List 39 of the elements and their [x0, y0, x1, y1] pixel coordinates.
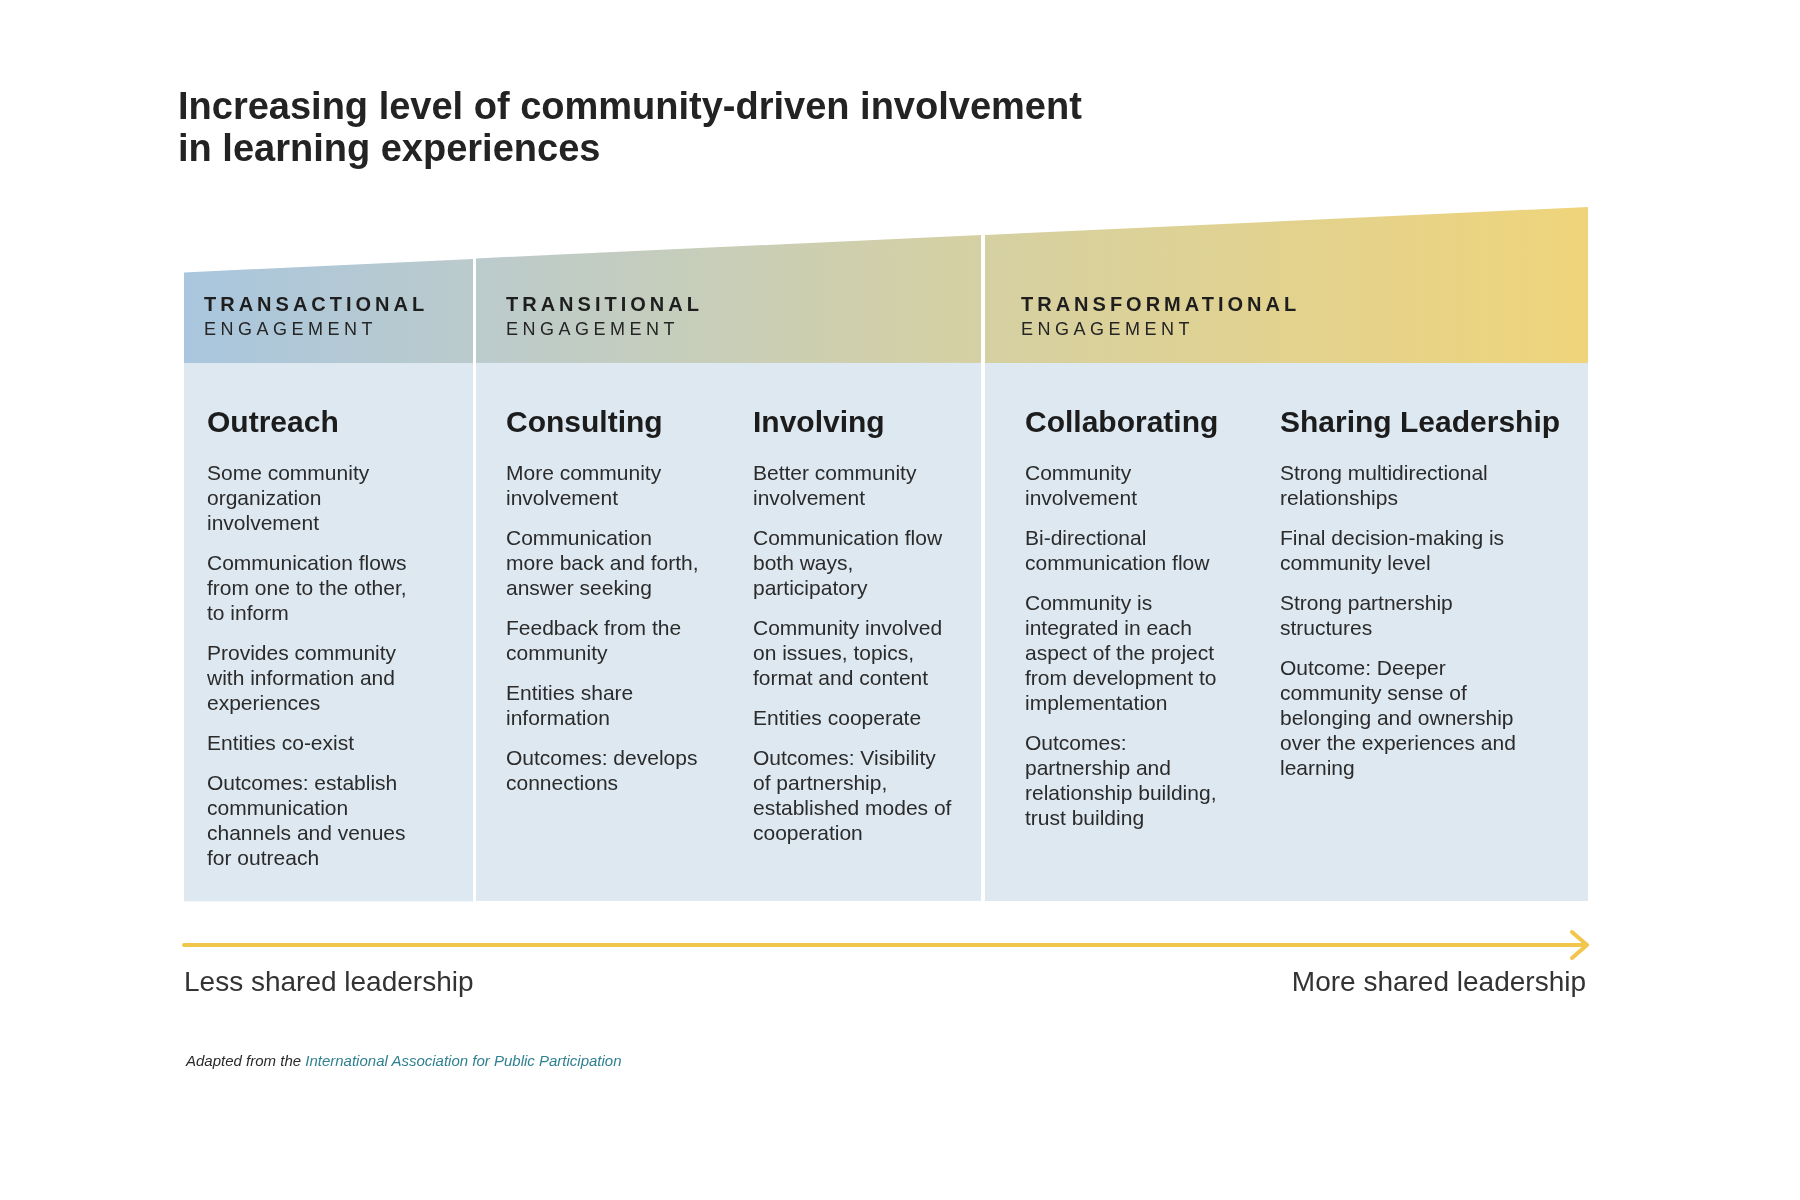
description-text: Communication flow both ways, participatory	[753, 525, 944, 600]
description-text: Provides community with information and experiences	[207, 640, 398, 715]
diagram-title: Increasing level of community-driven involvement in learning experiences	[178, 85, 1083, 169]
description-text: Outcome: Deeper community sense of belonging and ownership over the experiences and learning	[1280, 655, 1517, 780]
description-text: Better community involvement	[753, 460, 918, 510]
source-link: International Association for Public Participation	[305, 1052, 622, 1069]
stage-heading: Involving	[753, 404, 885, 440]
stage-heading: Consulting	[506, 404, 663, 440]
description-text: Feedback from the community	[506, 615, 683, 665]
description-text: Strong multidirectional relationships	[1280, 460, 1489, 510]
description-text: Strong partnership structures	[1280, 590, 1454, 640]
description-text: Final decision-making is community level	[1280, 525, 1506, 575]
scale-label: More shared leadership	[1291, 965, 1586, 999]
description-text: Community involved on issues, topics, format and content	[753, 615, 944, 690]
source-note: Adapted from the International Association for Public Participation	[186, 1051, 622, 1071]
stage-heading: Collaborating	[1025, 404, 1219, 440]
column-panel	[985, 207, 1588, 901]
column-heading: TRANSACTIONAL ENGAGEMENT	[204, 292, 429, 341]
column-panel	[476, 235, 981, 901]
description-text: Outcomes: establish communication channels and venues for outreach	[207, 770, 407, 870]
description-text: Outcomes: develops connections	[506, 745, 699, 795]
description-text: Bi-directional communication flow	[1025, 525, 1211, 575]
column-panel	[184, 258, 473, 901]
description-text: Community involvement	[1025, 460, 1139, 510]
description-text: Communication flows from one to the other, to inform	[207, 550, 408, 625]
stage-heading: Outreach	[207, 404, 339, 440]
description-text: Communication more back and forth, answer seeking	[506, 525, 700, 600]
description-text: Entities share information	[506, 680, 635, 730]
description-text: Outcomes: Visibility of partnership, established modes of cooperation	[753, 745, 953, 845]
description-text: Community is integrated in each aspect of the project from development to implementation	[1025, 590, 1218, 715]
column-heading: TRANSFORMATIONAL ENGAGEMENT	[1021, 292, 1301, 341]
description-text: More community involvement	[506, 460, 663, 510]
description-text: Outcomes: partnership and relationship building, trust building	[1025, 730, 1218, 830]
description-text: Some community organization involvement	[207, 460, 371, 535]
scale-label: Less shared leadership	[184, 965, 474, 999]
stage-heading: Sharing Leadership	[1280, 404, 1561, 440]
description-text: Entities cooperate	[753, 705, 922, 730]
description-text: Entities co-exist	[207, 730, 355, 755]
column-heading: TRANSITIONAL ENGAGEMENT	[506, 292, 703, 341]
